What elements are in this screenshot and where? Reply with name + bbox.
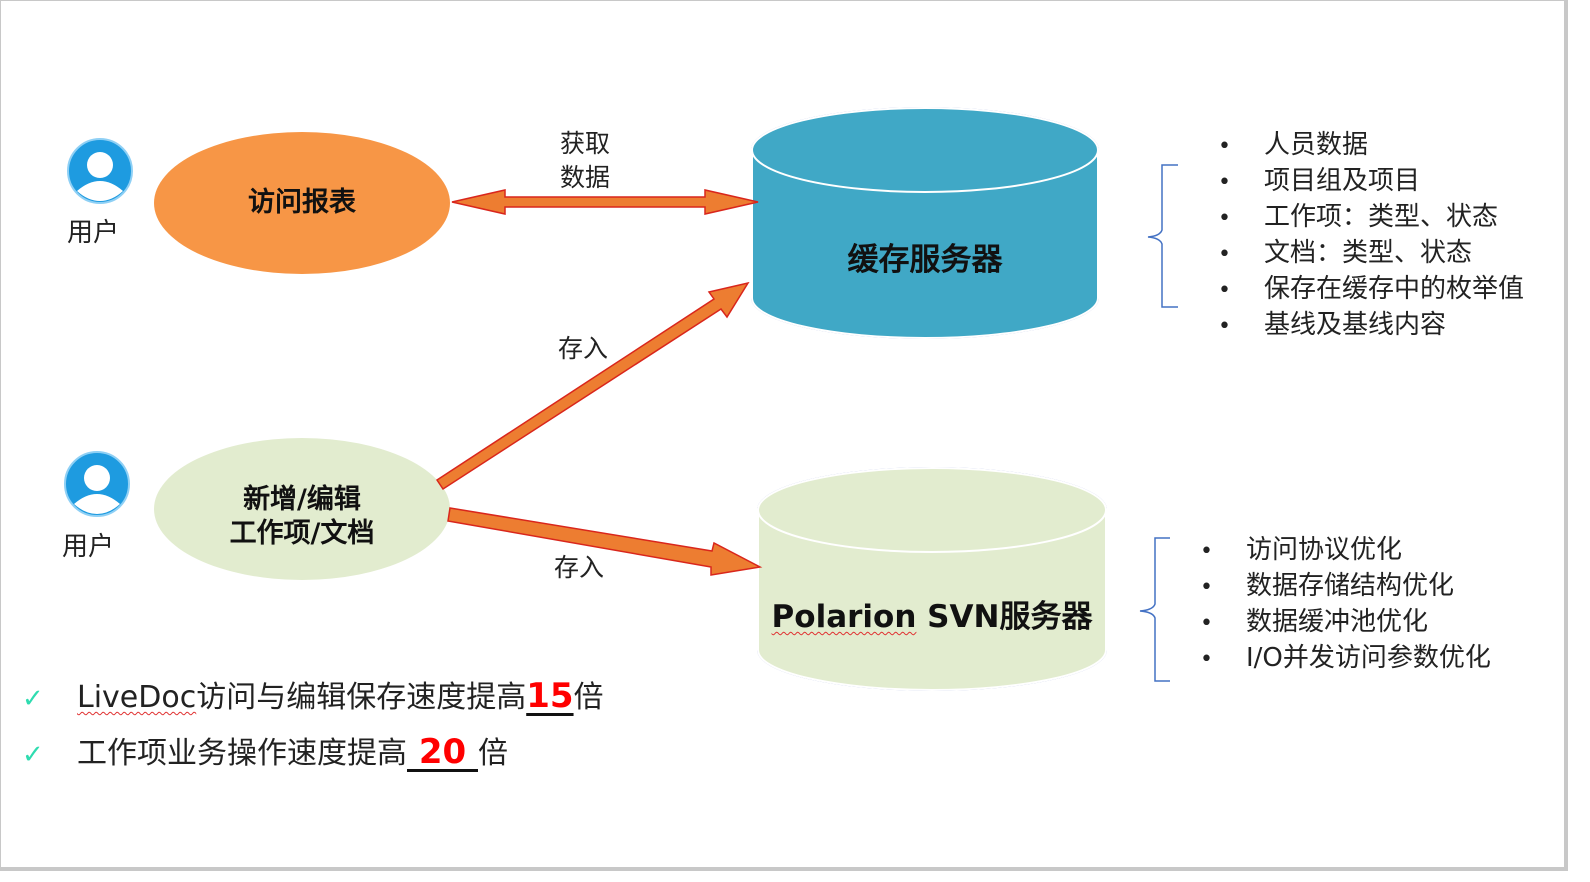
svn-server-label-suffix: SVN服务器 (916, 599, 1093, 635)
user-label: 用户 (61, 532, 114, 562)
svn-optimizations-bracket (1139, 537, 1170, 682)
claim-prefix: LiveDoc (77, 680, 197, 715)
list-item-text: 保存在缓存中的枚举值 (1264, 274, 1525, 304)
list-item-text: 项目组及项目 (1264, 166, 1421, 196)
list-item: • I/O并发访问参数优化 (1200, 641, 1491, 677)
list-item: • 人员数据 (1218, 128, 1524, 164)
cache-contents-bracket (1147, 164, 1178, 308)
claim-number: 15 (526, 676, 574, 716)
bullet-icon: • (1200, 647, 1213, 672)
fetch-data-arrow (451, 189, 759, 215)
claim-suffix: 倍 (478, 736, 508, 771)
list-item: • 数据存储结构优化 (1200, 569, 1491, 605)
fetch-data-label-line1: 获取 (559, 129, 610, 158)
list-item: • 工作项：类型、状态 (1218, 200, 1524, 236)
check-icon: ✓ (22, 740, 44, 770)
claim-item: ✓ 工作项业务操作速度提高 20 倍 (22, 728, 604, 784)
list-item: • 访问协议优化 (1200, 533, 1491, 569)
list-item-text: 文档：类型、状态 (1264, 238, 1473, 268)
access-report-node (154, 132, 450, 274)
svn-optimizations-list: • 访问协议优化 • 数据存储结构优化 • 数据缓冲池优化 • I/O并发访问参数优化 (1200, 533, 1491, 677)
cache-server-label: 缓存服务器 (847, 242, 1003, 278)
list-item-text: 数据缓冲池优化 (1246, 607, 1429, 637)
bullet-icon: • (1218, 314, 1231, 339)
edit-items-label-line2: 工作项/文档 (229, 518, 375, 549)
store-cache-label: 存入 (557, 334, 608, 363)
list-item: • 文档：类型、状态 (1218, 236, 1524, 272)
claim-text: 访问与编辑保存速度提高 (196, 680, 527, 715)
list-item-text: 人员数据 (1264, 130, 1369, 160)
fetch-data-label-line2: 数据 (559, 163, 610, 192)
user-actor-top: 用户 (53, 210, 133, 249)
list-item-text: 工作项：类型、状态 (1264, 202, 1499, 232)
list-item-text: 基线及基线内容 (1264, 310, 1447, 340)
list-item-text: I/O并发访问参数优化 (1246, 643, 1491, 673)
store-svn-label: 存入 (553, 553, 604, 582)
user-label: 用户 (66, 218, 119, 248)
list-item-text: 访问协议优化 (1246, 535, 1403, 565)
cache-server-cylinder (751, 107, 1099, 339)
edit-items-node (154, 438, 450, 580)
user-actor-bottom: 用户 (48, 524, 128, 563)
bullet-icon: • (1218, 278, 1231, 303)
bullet-icon: • (1200, 575, 1213, 600)
performance-claims: ✓LiveDoc访问与编辑保存速度提高15倍 ✓工作项业务操作速度提高 20 倍 (22, 672, 604, 784)
check-icon: ✓ (22, 684, 44, 714)
claim-number: 20 (407, 732, 478, 772)
svn-server-cylinder (757, 467, 1107, 691)
user-icon (67, 138, 133, 204)
edit-items-label: 新增/编辑 工作项/文档 (180, 483, 424, 551)
cache-contents-list: • 人员数据 • 项目组及项目 • 工作项：类型、状态 • 文档：类型、状态 • 保存在缓… (1218, 128, 1524, 344)
claim-item: ✓ LiveDoc访问与编辑保存速度提高15倍 (22, 672, 604, 728)
store-cache-arrow (435, 281, 750, 491)
store-svn-arrow (447, 507, 763, 576)
bullet-icon: • (1218, 170, 1231, 195)
bullet-icon: • (1218, 206, 1231, 231)
fetch-data-label: 获取 数据 (545, 127, 625, 195)
user-icon (64, 451, 130, 517)
svn-server-label: Polarion SVN服务器 (758, 591, 1106, 636)
access-report-label: 访问报表 (248, 187, 356, 218)
list-item: • 项目组及项目 (1218, 164, 1524, 200)
claim-suffix: 倍 (573, 680, 604, 715)
list-item: • 保存在缓存中的枚举值 (1218, 272, 1524, 308)
claim-text: 工作项业务操作速度提高 (77, 736, 407, 771)
bullet-icon: • (1200, 539, 1213, 564)
bullet-icon: • (1218, 134, 1231, 159)
svn-server-label-prefix: Polarion (771, 599, 917, 635)
list-item: • 数据缓冲池优化 (1200, 605, 1491, 641)
list-item: • 基线及基线内容 (1218, 308, 1524, 344)
bullet-icon: • (1218, 242, 1231, 267)
list-item-text: 数据存储结构优化 (1246, 571, 1455, 601)
edit-items-label-line1: 新增/编辑 (243, 484, 361, 515)
bullet-icon: • (1200, 611, 1213, 636)
